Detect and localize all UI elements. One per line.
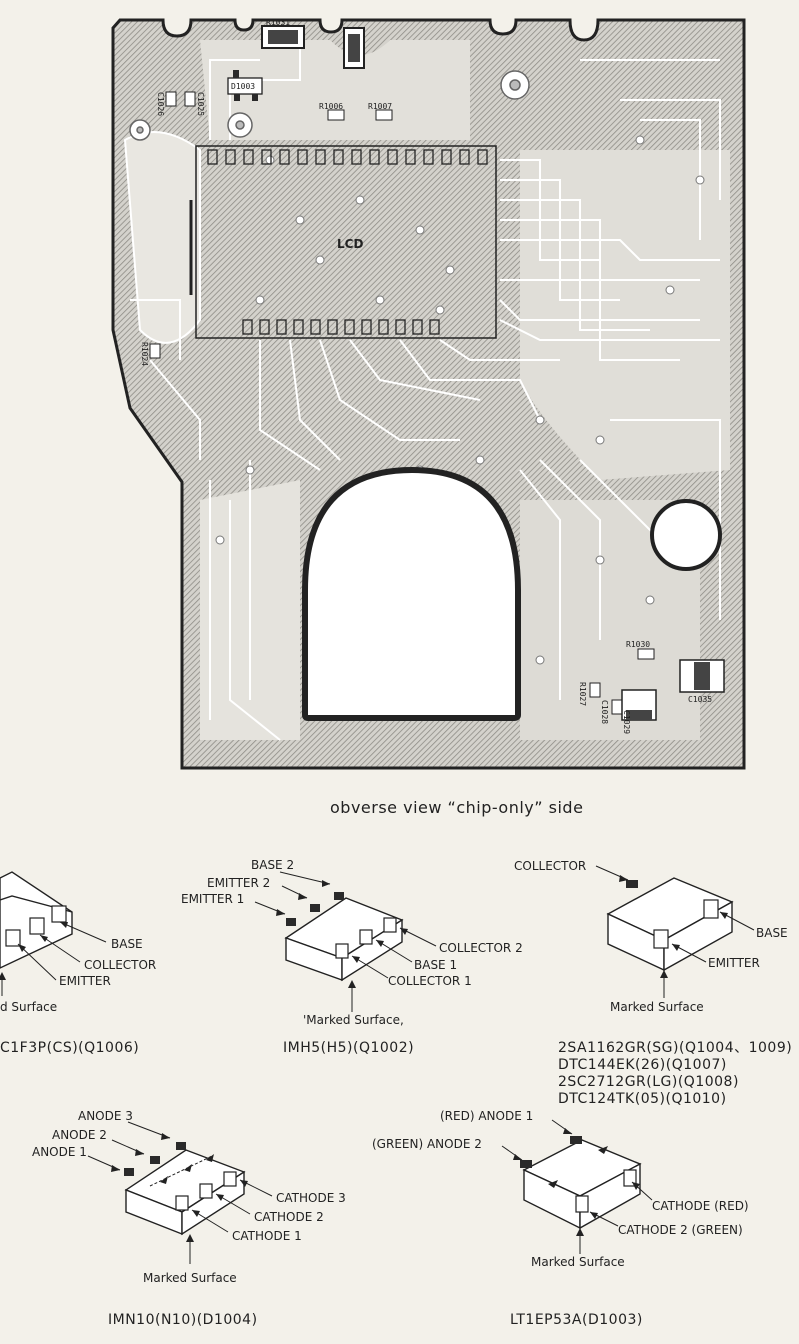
- p2-label-marked: 'Marked Surface,: [303, 1013, 404, 1027]
- ref-c1035: C1035: [688, 695, 712, 704]
- p3-label-marked: Marked Surface: [610, 1000, 704, 1014]
- p3-label-collector: COLLECTOR: [514, 859, 586, 873]
- p3-label-base: BASE: [756, 926, 788, 940]
- p4-label-cathode1: CATHODE 1: [232, 1229, 302, 1243]
- p3-part-number-2: DTC144EK(26)(Q1007): [558, 1057, 727, 1073]
- part-imn10: ANODE 3 ANODE 2 ANODE 1 CATHODE 3 CATHOD…: [32, 1109, 346, 1328]
- ref-r1030: R1030: [626, 640, 650, 649]
- p4-label-cathode3: CATHODE 3: [276, 1191, 346, 1205]
- p4-part-number: IMN10(N10)(D1004): [108, 1312, 258, 1328]
- p5-label-red-anode1: (RED) ANODE 1: [440, 1109, 533, 1123]
- p4-label-anode3: ANODE 3: [78, 1109, 133, 1123]
- p3-part-number-4: DTC124TK(05)(Q1010): [558, 1091, 727, 1107]
- trace-group: [130, 40, 721, 741]
- part-sot23: COLLECTOR BASE EMITTER Marked Surface 2S…: [514, 859, 792, 1107]
- p4-label-anode1: ANODE 1: [32, 1145, 87, 1159]
- p2-label-base2: BASE 2: [251, 858, 294, 872]
- copper-area-right: [520, 150, 730, 480]
- p1-part-number: C1F3P(CS)(Q1006): [0, 1040, 139, 1056]
- p1-label-marked: d Surface: [0, 1000, 57, 1014]
- p2-label-emitter2: EMITTER 2: [207, 876, 270, 890]
- p1-label-base: BASE: [111, 937, 143, 951]
- p2-label-base1: BASE 1: [414, 958, 457, 972]
- pcb-board: LCD R1031 D1003: [111, 18, 746, 770]
- via-pads: [215, 135, 705, 665]
- ref-c1025: C1025: [196, 92, 205, 116]
- copper-area-top: [200, 40, 470, 140]
- smd-footprints: [149, 25, 725, 721]
- p5-label-cathode-red: CATHODE (RED): [652, 1199, 749, 1213]
- battery-cutout: [302, 466, 521, 721]
- mounting-hole: [650, 499, 722, 571]
- p3-part-number-1: 2SA1162GR(SG)(Q1004、1009): [558, 1040, 792, 1056]
- ref-r1031: R1031: [266, 18, 290, 27]
- p2-label-collector1: COLLECTOR 1: [388, 974, 472, 988]
- p2-label-emitter1: EMITTER 1: [181, 892, 244, 906]
- p4-label-cathode2: CATHODE 2: [254, 1210, 324, 1224]
- p4-label-anode2: ANODE 2: [52, 1128, 107, 1142]
- p2-part-number: IMH5(H5)(Q1002): [283, 1040, 414, 1056]
- ref-d1003: D1003: [231, 82, 255, 91]
- ring-pads: [129, 70, 530, 141]
- lcd-label: LCD: [337, 237, 363, 251]
- part-imh5: BASE 2 EMITTER 2 EMITTER 1 COLLECTOR 2 B…: [181, 858, 523, 1056]
- component-refs: R1031 D1003 C1026 C1025 R1006 R1007 R102…: [140, 18, 712, 734]
- ref-r1024: R1024: [140, 342, 149, 366]
- p3-label-emitter: EMITTER: [708, 956, 760, 970]
- p1-label-collector: COLLECTOR: [84, 958, 156, 972]
- p5-part-number: LT1EP53A(D1003): [510, 1312, 643, 1328]
- lcd-pads-top: [207, 149, 488, 165]
- copper-area-bottom-right: [520, 500, 700, 740]
- p4-label-marked: Marked Surface: [143, 1271, 237, 1285]
- ref-r1007: R1007: [368, 102, 392, 111]
- p3-part-number-3: 2SC2712GR(LG)(Q1008): [558, 1074, 739, 1090]
- part-lt1ep53a: (RED) ANODE 1 (GREEN) ANODE 2 CATHODE (R…: [372, 1109, 749, 1328]
- p5-label-cathode2-green: CATHODE 2 (GREEN): [618, 1223, 743, 1237]
- p5-label-marked: Marked Surface: [531, 1255, 625, 1269]
- part-c1f3p: BASE COLLECTOR EMITTER d Surface C1F3P(C…: [0, 871, 156, 1056]
- ref-r1027: R1027: [578, 682, 587, 706]
- board-caption: obverse view “chip-only” side: [330, 798, 583, 817]
- p5-label-green-anode2: (GREEN) ANODE 2: [372, 1137, 482, 1151]
- lcd-outline: [195, 145, 497, 339]
- ref-c1026: C1026: [156, 92, 165, 116]
- ref-r1006: R1006: [319, 102, 343, 111]
- p2-label-collector2: COLLECTOR 2: [439, 941, 523, 955]
- p1-label-emitter: EMITTER: [59, 974, 111, 988]
- ref-c1029: C1029: [622, 710, 631, 734]
- lcd-pads-bottom: [242, 319, 440, 335]
- ref-c1028: C1028: [600, 700, 609, 724]
